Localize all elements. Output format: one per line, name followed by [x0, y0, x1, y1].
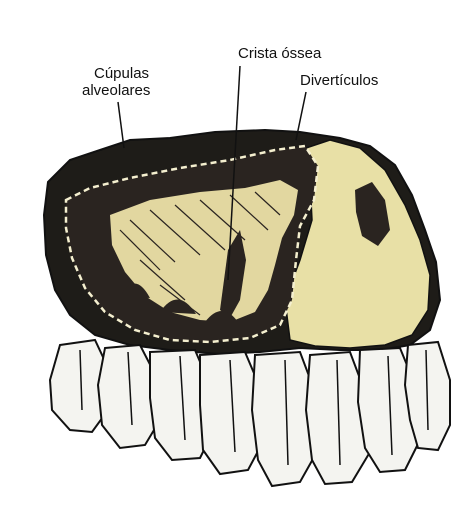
label-cupulas-alveolares-line1: Cúpulas: [94, 66, 149, 82]
leader-cupulas: [118, 102, 124, 148]
label-crista-ossea: Crista óssea: [238, 46, 321, 62]
label-diverticulos: Divertículos: [300, 73, 378, 89]
label-cupulas-alveolares-line2: alveolares: [82, 83, 150, 99]
